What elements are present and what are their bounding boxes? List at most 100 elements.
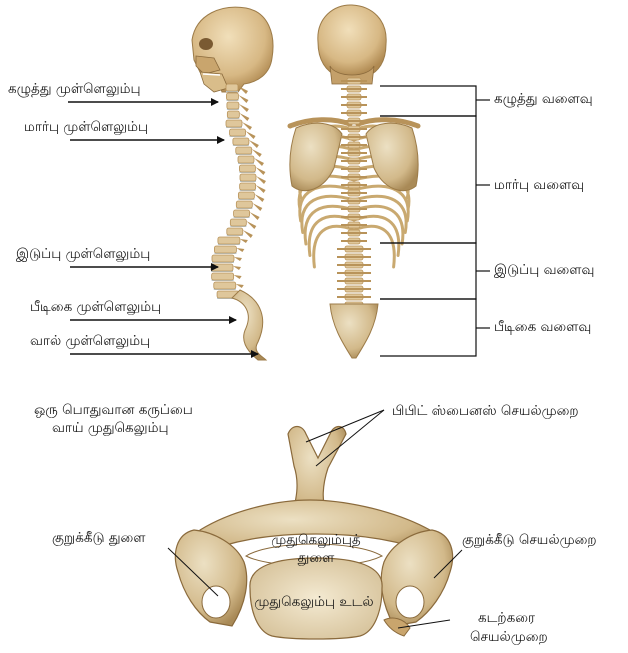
back-transverse bbox=[341, 136, 367, 138]
side-spinous-tip bbox=[236, 284, 244, 288]
back-transverse bbox=[341, 80, 367, 82]
back-transverse bbox=[337, 296, 371, 298]
back-transverse bbox=[341, 160, 367, 162]
side-vertebra bbox=[230, 219, 246, 226]
side-spinous-tip bbox=[256, 176, 266, 184]
label-typical-line2: வாய் முதுகெலும்பு bbox=[52, 420, 169, 437]
side-vertebral-column bbox=[211, 84, 266, 299]
label-spinous-process: பிபிட் ஸ்பைனஸ் செயல்முறை bbox=[392, 403, 579, 420]
right-scapula bbox=[366, 123, 418, 190]
label-vertebral-foramen-line2: துளை bbox=[262, 550, 370, 567]
back-transverse bbox=[341, 208, 367, 210]
side-spinous-tip bbox=[246, 221, 256, 229]
label-transverse-process: குறுக்கீடு செயல்முறை bbox=[462, 532, 597, 549]
back-transverse bbox=[341, 112, 367, 114]
label-thoracic-curve: மார்பு வளைவு bbox=[494, 177, 584, 194]
side-vertebra bbox=[212, 255, 234, 262]
bracket-sacral bbox=[380, 299, 476, 356]
back-transverse bbox=[337, 264, 371, 266]
left-transverse-foramen bbox=[202, 586, 230, 618]
back-transverse bbox=[341, 176, 367, 178]
side-spinous-tip bbox=[238, 95, 248, 103]
side-spinous-tip bbox=[234, 257, 242, 261]
side-vertebra bbox=[234, 210, 250, 217]
side-vertebra bbox=[227, 102, 239, 109]
side-spinous-tip bbox=[252, 203, 262, 211]
side-vertebra bbox=[227, 111, 239, 118]
back-sacrum bbox=[330, 304, 378, 358]
label-caudal-vertebra: வால் முள்ளெலும்பு bbox=[30, 333, 150, 350]
label-thoracic-vertebra: மார்பு முள்ளெலும்பு bbox=[24, 119, 148, 136]
label-articular-line1: கடற்கரை bbox=[478, 610, 535, 627]
back-transverse bbox=[337, 280, 371, 282]
side-spinous-tip bbox=[236, 248, 244, 252]
left-scapula bbox=[290, 123, 342, 190]
side-vertebra bbox=[226, 84, 238, 91]
back-transverse bbox=[337, 288, 371, 290]
back-transverse bbox=[341, 152, 367, 154]
bracket-cervical bbox=[380, 86, 476, 116]
label-vertebral-foramen-line1: முதுகெலும்புத் bbox=[262, 532, 370, 549]
side-spinous-tip bbox=[239, 104, 249, 112]
label-lumbar-curve: இடுப்பு வளைவு bbox=[494, 262, 594, 279]
back-transverse bbox=[341, 88, 367, 90]
side-vertebra bbox=[214, 282, 236, 289]
side-spinous-tip bbox=[254, 158, 264, 166]
back-transverse bbox=[341, 184, 367, 186]
side-vertebra bbox=[240, 183, 256, 190]
label-vertebral-body: முதுகெலும்பு உடல் bbox=[244, 594, 384, 611]
side-vertebra bbox=[233, 138, 249, 145]
back-transverse bbox=[341, 144, 367, 146]
back-transverse bbox=[341, 224, 367, 226]
label-sacral-curve: பீடிகை வளைவு bbox=[494, 319, 591, 336]
side-spinous-tip bbox=[252, 149, 262, 157]
side-vertebra bbox=[239, 165, 255, 172]
back-skull bbox=[318, 5, 386, 84]
side-vertebra bbox=[240, 174, 256, 181]
side-vertebra bbox=[214, 246, 236, 253]
right-transverse-foramen bbox=[396, 586, 424, 618]
side-sacrum bbox=[232, 290, 266, 360]
side-vertebra bbox=[218, 237, 240, 244]
side-vertebra bbox=[226, 120, 242, 127]
side-spinous-tip bbox=[233, 266, 241, 270]
back-transverse bbox=[341, 192, 367, 194]
back-transverse bbox=[337, 248, 371, 250]
back-transverse bbox=[341, 240, 367, 242]
side-vertebra bbox=[226, 93, 238, 100]
side-vertebra bbox=[230, 129, 246, 136]
back-vertebral-column bbox=[337, 78, 371, 308]
side-skull bbox=[192, 7, 273, 92]
side-vertebra bbox=[238, 156, 254, 163]
label-lumbar-vertebra: இடுப்பு முள்ளெலும்பு bbox=[16, 246, 150, 263]
side-spinous-tip bbox=[243, 230, 253, 238]
back-transverse bbox=[341, 232, 367, 234]
side-spinous-tip bbox=[240, 239, 248, 243]
side-vertebra bbox=[212, 273, 234, 280]
side-spinous-tip bbox=[234, 275, 242, 279]
label-transverse-foramen: குறுக்கீடு துளை bbox=[52, 530, 145, 547]
side-vertebra bbox=[236, 147, 252, 154]
side-spinous-tip bbox=[256, 185, 266, 193]
label-cervical-curve: கழுத்து வளைவு bbox=[494, 91, 593, 108]
back-transverse bbox=[341, 200, 367, 202]
side-spinous-tip bbox=[250, 212, 260, 220]
back-transverse bbox=[341, 128, 367, 130]
back-transverse bbox=[341, 104, 367, 106]
label-articular-line2: செயல்முறை bbox=[470, 629, 548, 646]
back-transverse bbox=[341, 120, 367, 122]
side-vertebra bbox=[227, 228, 243, 235]
label-cervical-vertebra: கழுத்து முள்ளெலும்பு bbox=[8, 81, 141, 98]
back-transverse bbox=[341, 168, 367, 170]
back-transverse bbox=[337, 256, 371, 258]
label-sacral-vertebra: பீடிகை முள்ளெலும்பு bbox=[30, 299, 161, 316]
side-spinous-tip bbox=[254, 194, 264, 202]
back-transverse bbox=[337, 272, 371, 274]
back-transverse bbox=[341, 96, 367, 98]
side-spinous-tip bbox=[255, 167, 265, 175]
side-vertebra bbox=[236, 201, 252, 208]
label-typical-line1: ஒரு பொதுவான கருப்பை bbox=[34, 402, 193, 419]
side-vertebra bbox=[238, 192, 254, 199]
back-transverse bbox=[341, 216, 367, 218]
